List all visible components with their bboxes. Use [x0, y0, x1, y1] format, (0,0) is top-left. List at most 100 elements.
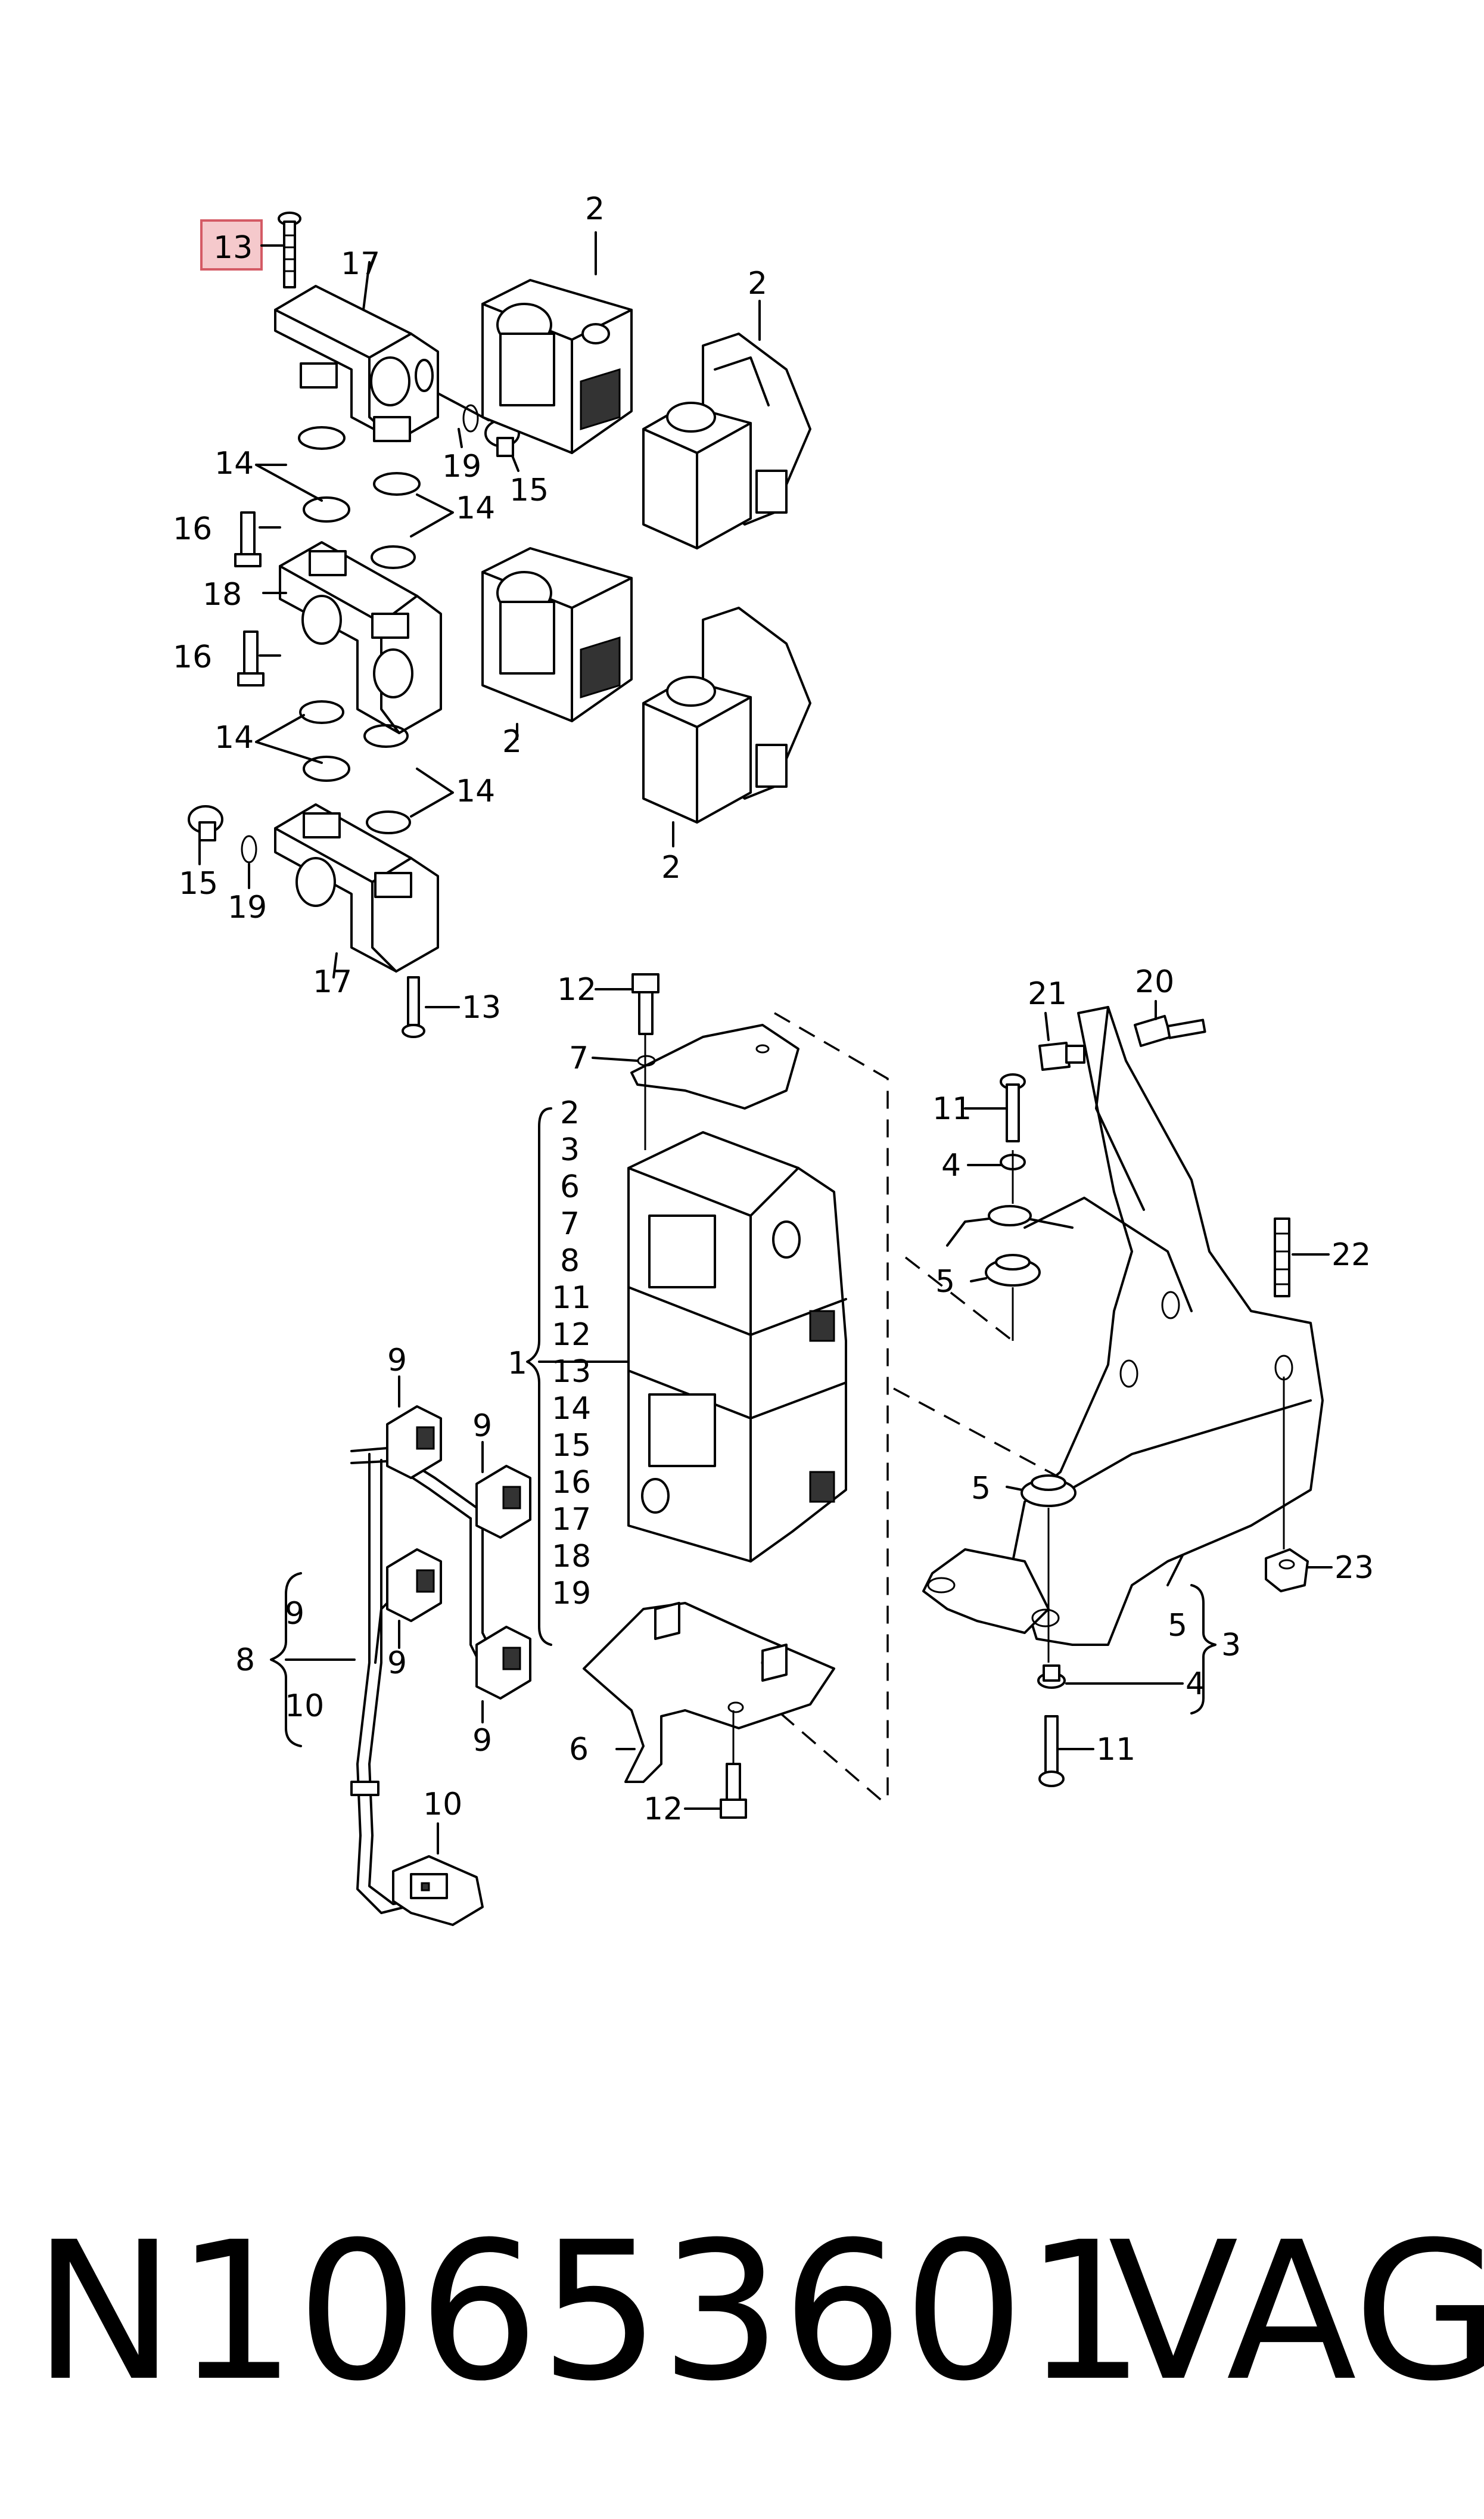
bolt-20: [1134, 1015, 1206, 1047]
bolt-13-top: [278, 212, 301, 288]
label-2: 2: [661, 850, 681, 886]
connector-9-b: [475, 1465, 531, 1539]
group1-item: 2: [560, 1095, 580, 1131]
bracket-7: [630, 1024, 799, 1110]
label-12: 12: [557, 972, 596, 1008]
group1-item: 16: [552, 1465, 591, 1501]
label-2: 2: [585, 191, 605, 227]
solenoid-valve-2-d: [642, 607, 811, 824]
plug-15-bottom: [188, 805, 223, 841]
label-6: 6: [569, 1732, 589, 1768]
connector-9-d: [475, 1626, 531, 1700]
grommet-5-lower: [1021, 1474, 1077, 1507]
bolt-13-bottom: [402, 976, 425, 1038]
group1-item: 18: [552, 1539, 591, 1574]
label-16: 16: [173, 639, 212, 675]
block-18-middle: [279, 541, 442, 734]
label-17: 17: [341, 246, 380, 282]
solenoid-valve-2-c: [481, 547, 633, 722]
label-5: 5: [935, 1264, 955, 1300]
block-17-bottom: [274, 803, 439, 973]
label-1: 1: [508, 1346, 527, 1381]
label-21: 21: [1028, 976, 1067, 1012]
label-9: 9: [387, 1645, 407, 1681]
solenoid-valve-2-a: [481, 279, 633, 454]
bolt-11-lower: [1038, 1715, 1065, 1787]
label-8: 8: [235, 1642, 255, 1678]
label-16: 16: [173, 511, 212, 547]
grommet-5-upper: [985, 1254, 1041, 1287]
group1-item: 8: [560, 1243, 580, 1279]
nut-23: [1265, 1548, 1309, 1592]
group1-item: 11: [552, 1280, 591, 1316]
label-7: 7: [569, 1040, 589, 1076]
block-17-top: [274, 285, 439, 442]
part-labels: 2 2 2 2 17 19 15 14 14 16 18 16 14 14 15…: [173, 191, 1374, 1827]
bolt-12-top: [631, 973, 659, 1035]
group1-item: 17: [552, 1502, 591, 1538]
washer-4-lower: [1037, 1664, 1066, 1689]
group1-item: 6: [560, 1169, 580, 1205]
bolt-11-upper: [1000, 1073, 1026, 1142]
solenoid-valve-2-b: [642, 333, 811, 549]
label-11: 11: [932, 1091, 972, 1127]
label-2: 2: [502, 724, 522, 760]
bolt-16-upper: [234, 511, 262, 567]
label-14: 14: [456, 774, 495, 809]
label-13: 13: [462, 990, 501, 1026]
label-23: 23: [1334, 1550, 1374, 1586]
group1-item: 13: [552, 1354, 591, 1390]
label-2: 2: [748, 266, 767, 302]
label-8-sub-10: 10: [285, 1688, 324, 1724]
label-15: 15: [179, 866, 218, 902]
mechatronic-unit-1: [526, 973, 889, 1819]
label-19: 19: [442, 449, 481, 484]
label-10: 10: [423, 1787, 462, 1822]
label-12: 12: [643, 1791, 683, 1827]
o-rings-14-lower: [299, 700, 411, 834]
label-5: 5: [971, 1471, 991, 1507]
nut-21: [1038, 1042, 1085, 1071]
label-9: 9: [472, 1408, 492, 1444]
label-3: 3: [1221, 1627, 1241, 1663]
group1-item: 3: [560, 1132, 580, 1168]
group1-item: 19: [552, 1576, 591, 1611]
stud-22: [1274, 1217, 1290, 1297]
label-5: 5: [1168, 1608, 1187, 1644]
label-9: 9: [387, 1343, 407, 1378]
o-ring-19-bottom: [241, 835, 257, 864]
part-number: N10653601: [33, 2201, 1146, 2423]
label-4: 4: [941, 1148, 961, 1184]
brand-name: VAG: [1108, 2201, 1484, 2423]
label-19: 19: [228, 890, 267, 925]
bracket-6: [583, 1602, 835, 1783]
label-15: 15: [509, 473, 549, 508]
label-14: 14: [456, 490, 495, 526]
label-14: 14: [214, 720, 254, 756]
wiring-harness-8: [270, 1375, 531, 1926]
label-14: 14: [214, 446, 254, 482]
label-9: 9: [472, 1723, 492, 1759]
o-ring-19-top: [462, 404, 479, 433]
label-11: 11: [1096, 1732, 1135, 1768]
solenoid-valves-2: [481, 231, 811, 847]
group1-item: 15: [552, 1428, 591, 1464]
bolt-16-lower: [237, 630, 265, 687]
label-17: 17: [313, 964, 352, 1000]
label-20: 20: [1135, 964, 1174, 1000]
label-18: 18: [203, 577, 242, 613]
label-22: 22: [1331, 1237, 1371, 1273]
o-rings-14-upper: [298, 426, 421, 569]
label-4: 4: [1186, 1666, 1205, 1702]
bracket-assembly-3: [893, 1000, 1333, 1787]
group1-item: 14: [552, 1391, 591, 1427]
group1-item: 7: [560, 1206, 580, 1242]
bolt-12-bottom: [720, 1763, 747, 1819]
label-13-highlighted: 13: [213, 230, 253, 266]
group1-item: 12: [552, 1317, 591, 1353]
connector-9-c: [386, 1548, 442, 1622]
label-8-sub-9: 9: [285, 1596, 304, 1632]
connector-10: [392, 1855, 484, 1926]
connector-9-a: [386, 1405, 442, 1479]
